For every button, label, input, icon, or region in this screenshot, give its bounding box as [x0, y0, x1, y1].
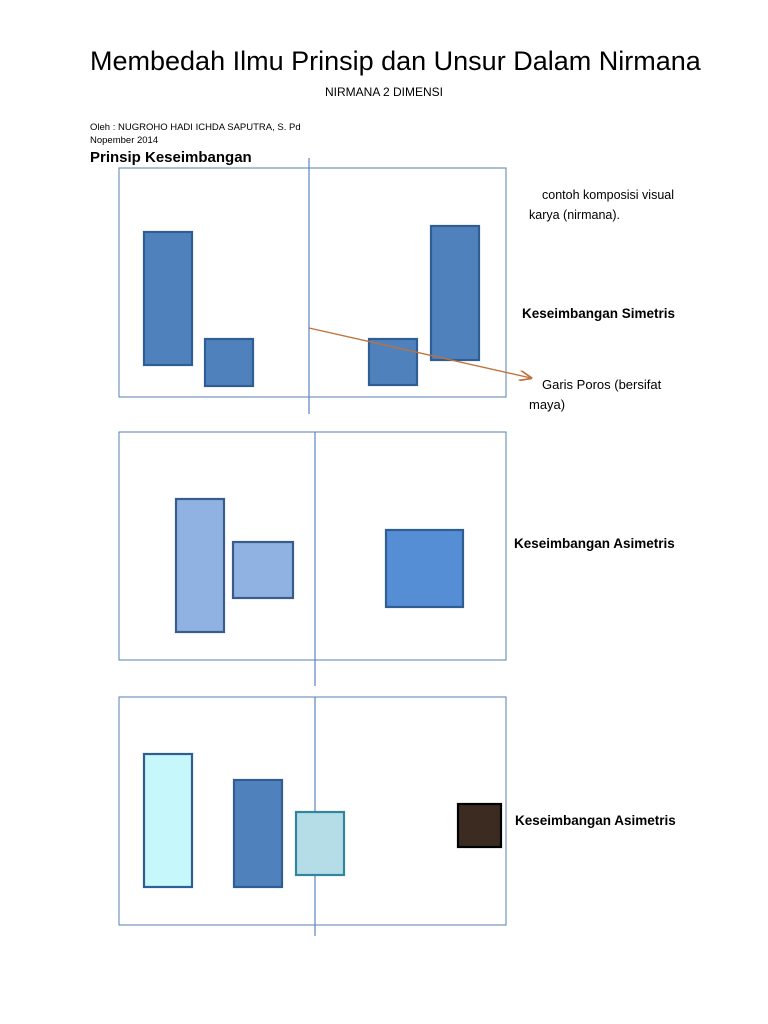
small-square — [367, 337, 419, 387]
figure-asymmetric-2 — [118, 696, 507, 936]
tall-rectangle — [232, 778, 284, 889]
tall-rectangle — [142, 752, 194, 889]
figure-asymmetric-1 — [118, 431, 507, 686]
large-square — [384, 528, 465, 609]
tall-rectangle — [142, 230, 194, 367]
medium-rectangle — [294, 810, 346, 877]
dark-square — [456, 802, 503, 849]
figure-frame — [118, 431, 507, 661]
date-line: Nopember 2014 — [90, 135, 159, 146]
axis-pointer-arrow — [308, 327, 531, 378]
axis-note: Garis Poros (bersifat maya) — [529, 375, 709, 415]
note-line: karya (nirmana). — [529, 208, 620, 222]
note-line: contoh komposisi visual — [542, 188, 675, 202]
figure-frame — [118, 696, 507, 926]
document-title: Membedah Ilmu Prinsip dan Unsur Dalam Ni… — [90, 46, 701, 76]
author-line: Oleh : NUGROHO HADI ICHDA SAPUTRA, S. Pd — [90, 122, 301, 133]
label-asymmetric-balance: Keseimbangan Asimetris — [514, 536, 675, 551]
label-asymmetric-balance: Keseimbangan Asimetris — [515, 813, 676, 828]
section-heading: Prinsip Keseimbangan — [90, 149, 252, 166]
small-square — [203, 337, 255, 388]
small-rectangle — [231, 540, 295, 600]
figure-frame — [118, 167, 507, 398]
note-line: Garis Poros (bersifat — [542, 377, 662, 392]
document-subtitle: NIRMANA 2 DIMENSI — [324, 85, 444, 99]
figure-symmetric — [118, 158, 531, 414]
note-line: maya) — [529, 397, 566, 412]
tall-rectangle — [429, 224, 481, 362]
example-note: contoh komposisi visual karya (nirmana). — [529, 185, 709, 225]
label-symmetric-balance: Keseimbangan Simetris — [522, 306, 676, 321]
tall-rectangle — [174, 497, 226, 634]
